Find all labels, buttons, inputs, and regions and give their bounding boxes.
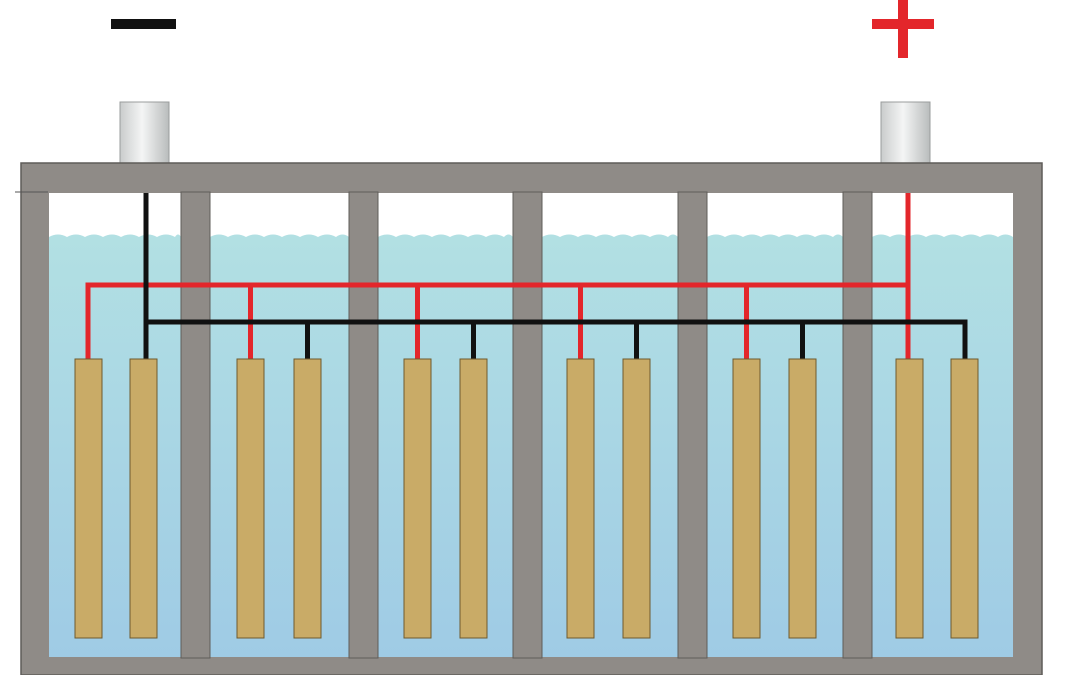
- cell-partition: [677, 191, 708, 659]
- cell-partition: [842, 191, 873, 659]
- negative-plate: [459, 358, 488, 639]
- negative-plate: [293, 358, 322, 639]
- positive-plate: [566, 358, 595, 639]
- positive-bus-wire: [85, 282, 908, 359]
- cell-3: [378, 193, 513, 657]
- electrolyte: [378, 234, 513, 657]
- electrolyte: [707, 234, 843, 657]
- positive-plate: [74, 358, 103, 639]
- cell-5: [707, 193, 843, 657]
- cell-2: [210, 193, 349, 657]
- positive-plate: [732, 358, 761, 639]
- electrolyte: [872, 234, 1013, 657]
- plus-sign-icon: [872, 0, 934, 58]
- negative-terminal-post: [119, 101, 170, 165]
- minus-sign-icon: [111, 19, 176, 29]
- positive-terminal-post: [880, 101, 931, 165]
- cell-6: [872, 193, 1013, 657]
- negative-plate: [129, 358, 158, 639]
- negative-bus-wire: [146, 319, 968, 359]
- negative-plate: [788, 358, 817, 639]
- cell-partition: [180, 191, 211, 659]
- cell-4: [542, 193, 678, 657]
- positive-plate: [895, 358, 924, 639]
- cell-partition: [348, 191, 379, 659]
- plates-layer: [74, 358, 979, 639]
- negative-plate: [622, 358, 651, 639]
- electrolyte: [542, 234, 678, 657]
- wires-layer: [85, 193, 968, 359]
- positive-plate: [236, 358, 265, 639]
- electrolyte: [210, 234, 349, 657]
- partitions-layer: [180, 191, 873, 659]
- cell-partition: [512, 191, 543, 659]
- cell-1: [49, 193, 181, 657]
- electrolyte: [49, 234, 181, 657]
- negative-plate: [950, 358, 979, 639]
- positive-plate: [403, 358, 432, 639]
